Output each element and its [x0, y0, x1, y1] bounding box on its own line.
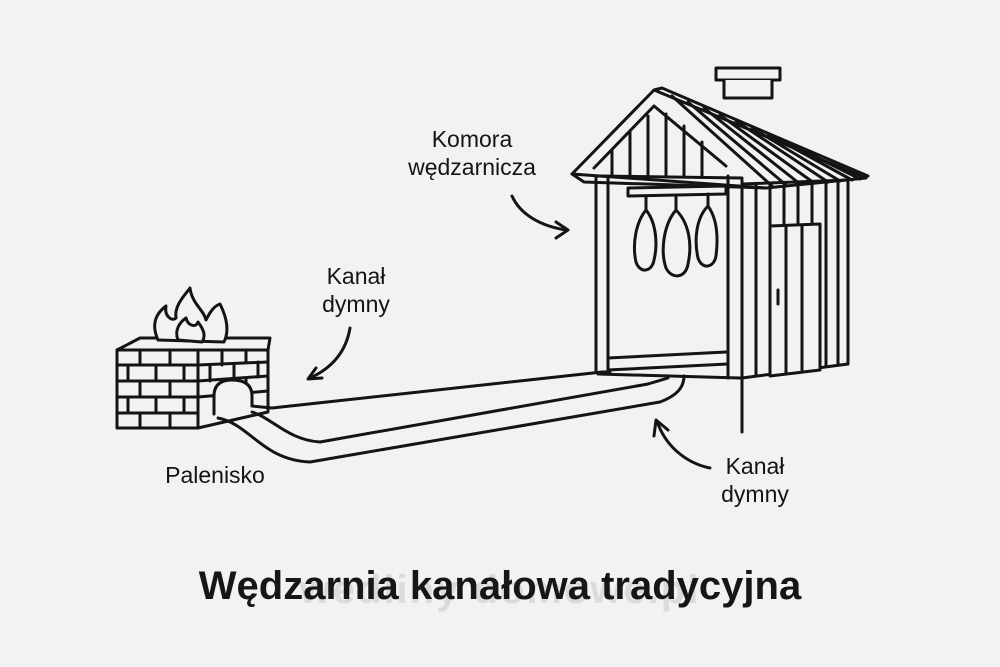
pointer-arrow-chamber [510, 194, 570, 240]
label-firebox: Palenisko [165, 462, 265, 488]
label-smoking-chamber-line-1: Komora [431, 126, 513, 152]
label-flue-left: Kanał dymny [296, 262, 416, 318]
label-flue-right-line-1: Kanał [725, 453, 785, 479]
fire-flame-icon [153, 286, 229, 344]
diagram-title: Wędzarnia kanałowa tradycyjna [198, 564, 802, 608]
pointer-arrow-flue-right [652, 418, 712, 470]
hanging-sausages [632, 192, 719, 278]
smoke-flue-channel [216, 370, 686, 464]
label-flue-left-line-2: dymny [322, 291, 390, 317]
label-smoking-chamber-line-2: wędzarnicza [408, 154, 536, 180]
label-smoking-chamber: Komora wędzarnicza [372, 125, 572, 181]
firebox-brick-block [115, 336, 272, 430]
label-flue-left-line-1: Kanał [326, 263, 386, 289]
pointer-arrow-flue-left [306, 326, 352, 381]
label-flue-right-line-2: dymny [721, 481, 789, 507]
label-flue-right: Kanał dymny [695, 452, 815, 508]
smoking-chamber-building [570, 66, 870, 434]
watermark-text: wedliny domowe.pl [299, 568, 701, 612]
